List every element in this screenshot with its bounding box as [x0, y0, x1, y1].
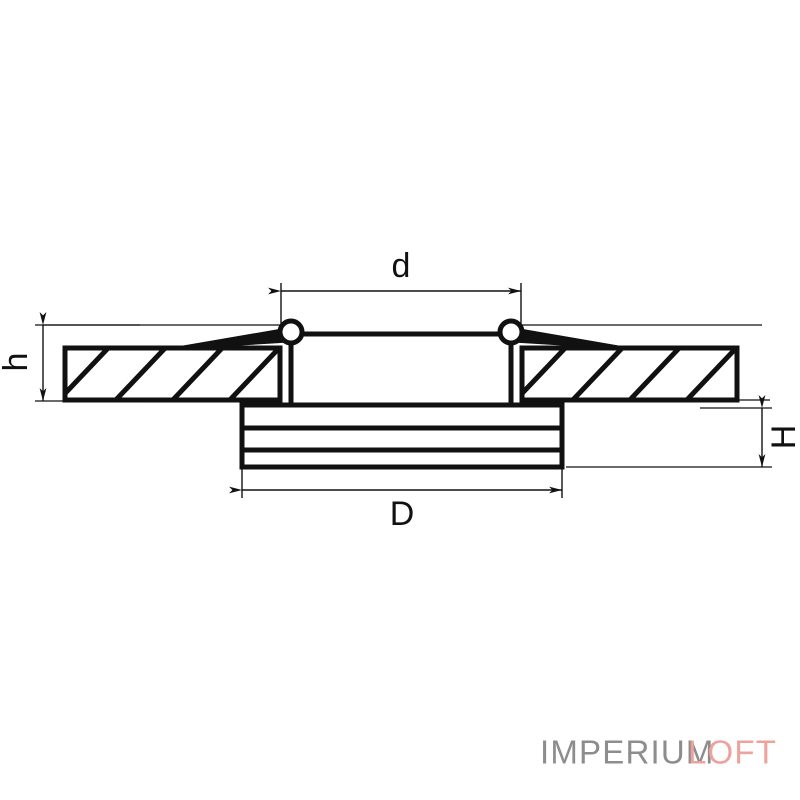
- dimension-H: H: [566, 395, 800, 468]
- left-flange-body: [62, 345, 283, 403]
- pivot-clips: [277, 318, 525, 346]
- recessed-body-outline: [239, 402, 565, 470]
- right-trim-flange: [513, 324, 770, 403]
- recessed-body: [239, 402, 565, 470]
- watermark-secondary: LOFT: [688, 734, 777, 771]
- dimension-D-label: D: [390, 495, 415, 533]
- dimension-h: h: [0, 312, 140, 402]
- lens-face-plate: [288, 331, 514, 406]
- dimension-h-label: h: [0, 353, 35, 372]
- watermark-imperiumloft: IMPERIUM LOFT: [540, 734, 777, 771]
- dimension-H-label: H: [765, 425, 800, 450]
- pivot-clip-left-icon: [277, 318, 305, 346]
- pivot-clip-right-icon: [497, 318, 525, 346]
- left-trim-flange: [43, 324, 289, 403]
- right-flange-body: [519, 345, 740, 403]
- watermark-primary: IMPERIUM: [540, 734, 715, 771]
- left-flange-hatching: [65, 348, 280, 400]
- dimension-d-label: d: [392, 247, 411, 285]
- right-flange-hatching: [522, 348, 737, 400]
- dimension-d: d: [268, 247, 522, 336]
- dimension-D: D: [229, 467, 563, 533]
